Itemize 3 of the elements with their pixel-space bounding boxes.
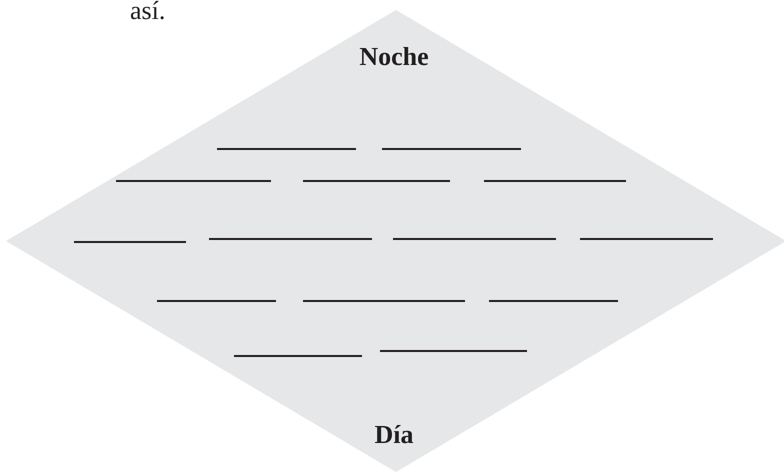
footer-heading: Día <box>374 420 414 450</box>
instruction-text: así. <box>130 0 166 26</box>
heading: Noche <box>359 42 429 72</box>
